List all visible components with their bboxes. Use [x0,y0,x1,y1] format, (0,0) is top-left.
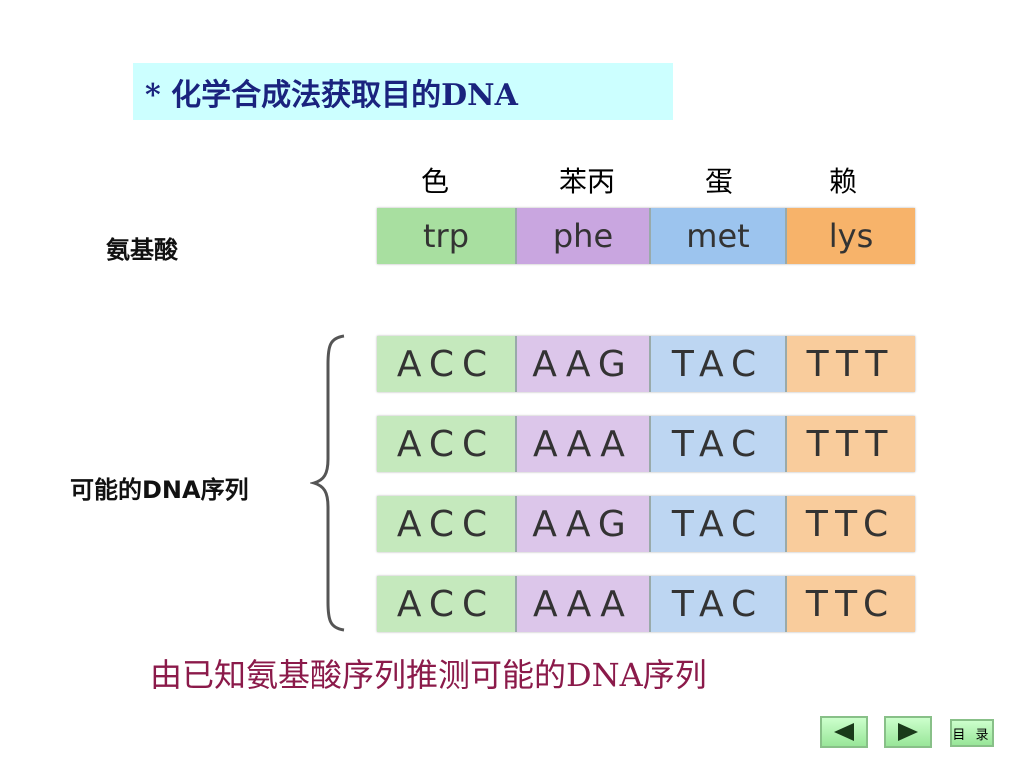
slide-caption: 由已知氨基酸序列推测可能的DNA序列 [150,656,707,694]
codon-cell: AAG [517,496,651,552]
codon-cell: TAC [651,336,787,392]
codon-cell: AAA [517,576,651,632]
codon-cell: TTC [787,496,915,552]
table-of-contents-button[interactable]: 目 录 [950,719,994,747]
page-title: * 化学合成法获取目的DNA [145,77,518,113]
codon-cell: AAG [517,336,651,392]
codon-cell: TTT [787,416,915,472]
codon-cell: TTT [787,336,915,392]
amino-acid-strip: trp phe met lys [377,208,915,264]
amino-cell-met: met [651,208,787,264]
triangle-left-icon [834,723,854,741]
amino-acid-label: 氨基酸 [106,236,178,264]
codon-cell: TAC [651,416,787,472]
amino-name-lys: 赖 [828,165,857,198]
curly-brace-icon [310,334,345,632]
amino-cell-lys: lys [787,208,915,264]
title-box: * 化学合成法获取目的DNA [133,63,673,120]
codon-cell: TAC [651,496,787,552]
codon-cell: AAA [517,416,651,472]
codon-cell: ACC [377,416,517,472]
previous-slide-button[interactable] [820,716,868,748]
dna-sequence-row-2: ACC AAA TAC TTT [377,416,915,472]
amino-name-met: 蛋 [704,165,733,198]
dna-sequence-label: 可能的DNA序列 [70,476,249,504]
dna-sequence-row-3: ACC AAG TAC TTC [377,496,915,552]
amino-cell-trp: trp [377,208,517,264]
next-slide-button[interactable] [884,716,932,748]
amino-name-phe: 苯丙 [558,165,615,198]
dna-sequence-row-1: ACC AAG TAC TTT [377,336,915,392]
codon-cell: ACC [377,336,517,392]
codon-cell: ACC [377,576,517,632]
amino-cell-phe: phe [517,208,651,264]
codon-cell: TTC [787,576,915,632]
codon-cell: ACC [377,496,517,552]
codon-cell: TAC [651,576,787,632]
amino-name-trp: 色 [420,165,449,198]
triangle-right-icon [898,723,918,741]
dna-sequence-row-4: ACC AAA TAC TTC [377,576,915,632]
